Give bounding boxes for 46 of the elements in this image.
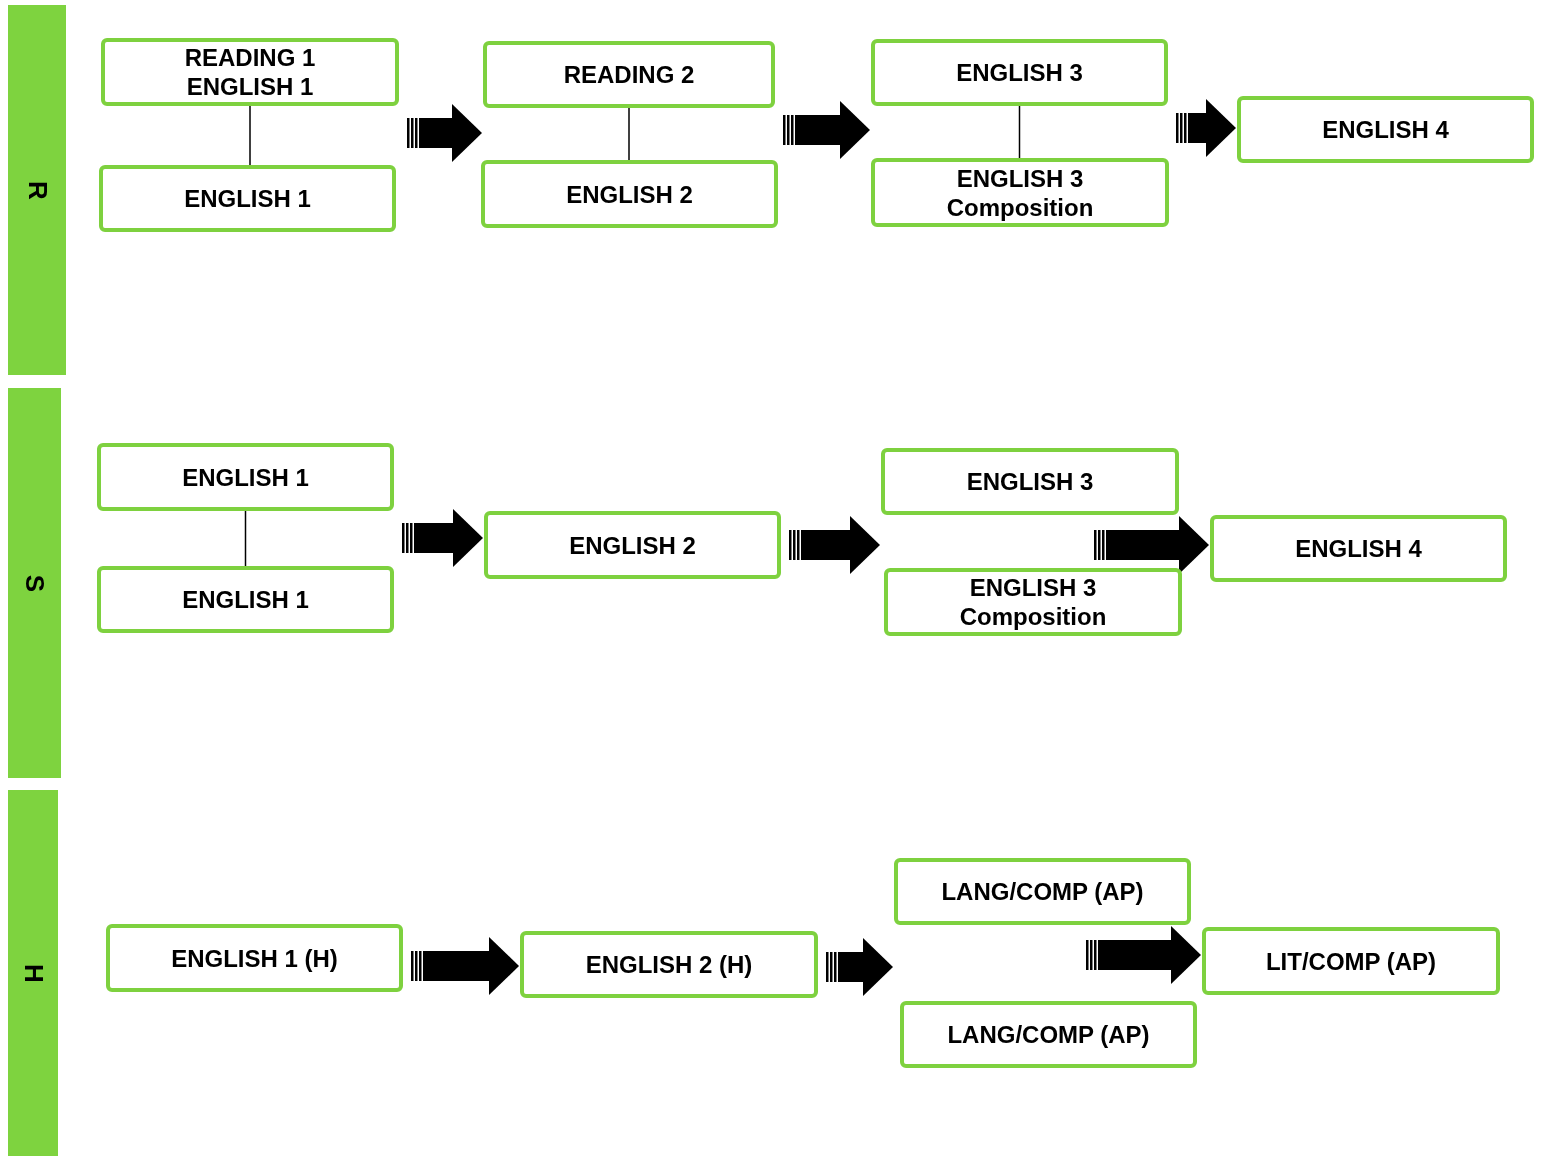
connector-line [249,105,251,166]
course-box [484,511,781,579]
course-box [871,158,1169,227]
track-letter: R [21,180,53,200]
course-box [99,165,396,232]
course-box [884,568,1182,636]
connector-line [628,107,630,161]
course-box [881,448,1179,515]
course-name: LANG/COMP (AP) [940,877,1145,906]
course-name: READING 2 [562,60,696,89]
course-name: READING 1 ENGLISH 1 [183,43,317,101]
course-name: ENGLISH 3 [965,467,1095,496]
course-box [900,1001,1197,1068]
course-box [871,39,1168,106]
course-box [483,41,775,108]
track-letter: S [19,574,50,592]
course-name: ENGLISH 3 Composition [958,573,1108,631]
course-name: ENGLISH 3 [955,58,1084,87]
course-name: ENGLISH 2 [565,179,694,209]
track-letter: H [17,963,49,983]
course-name: ENGLISH 1 [181,585,310,614]
track-band [8,5,66,375]
course-name: ENGLISH 2 (H) [584,950,754,979]
course-name: LANG/COMP (AP) [946,1020,1151,1049]
course-box [1202,927,1500,995]
course-box [106,924,403,992]
course-name: ENGLISH 2 [568,530,697,560]
course-box [101,38,399,106]
course-name: ENGLISH 3 Composition [945,163,1095,222]
course-name: ENGLISH 4 [1294,534,1423,563]
course-name: ENGLISH 1 [183,184,312,213]
track-band [8,388,61,778]
connector-line [244,510,247,567]
course-box [97,566,394,633]
course-box [520,931,818,998]
course-name: LIT/COMP (AP) [1264,946,1438,976]
course-box [1210,515,1507,582]
course-box [481,160,778,228]
track-band [8,790,58,1156]
course-box [97,443,394,511]
course-name: ENGLISH 4 [1321,115,1450,144]
course-box [894,858,1191,925]
course-name: ENGLISH 1 (H) [170,943,339,973]
connector-line [1018,105,1021,159]
course-box [1237,96,1534,163]
course-name: ENGLISH 1 [181,462,310,492]
